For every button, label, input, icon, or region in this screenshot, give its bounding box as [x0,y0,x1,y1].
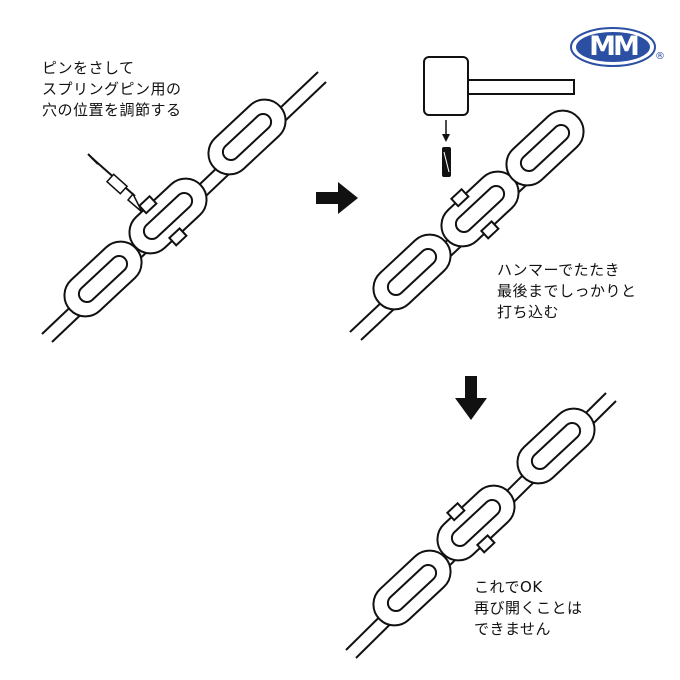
hammer-icon [423,56,575,142]
right-arrow-icon [316,182,358,214]
step3-caption: これでOK 再び開くことは できません [474,578,583,638]
registered-mark: ® [655,51,665,62]
step2-caption: ハンマーでたたき 最後までしっかりと 打ち込む [497,261,637,321]
chain-step1 [41,71,327,343]
spring-pin-icon [442,147,451,177]
brand-logo: MM [570,27,656,67]
chain-step3 [345,392,617,659]
pin-tool-icon [87,153,143,213]
connecting-link [119,168,217,264]
chain-step2 [349,56,594,341]
logo-text: MM [589,31,640,62]
down-arrow-icon [455,376,487,420]
step1-caption: ピンをさして スプリングピン用の 穴の位置を調節する [42,59,182,119]
logo-badge-icon [570,27,656,67]
